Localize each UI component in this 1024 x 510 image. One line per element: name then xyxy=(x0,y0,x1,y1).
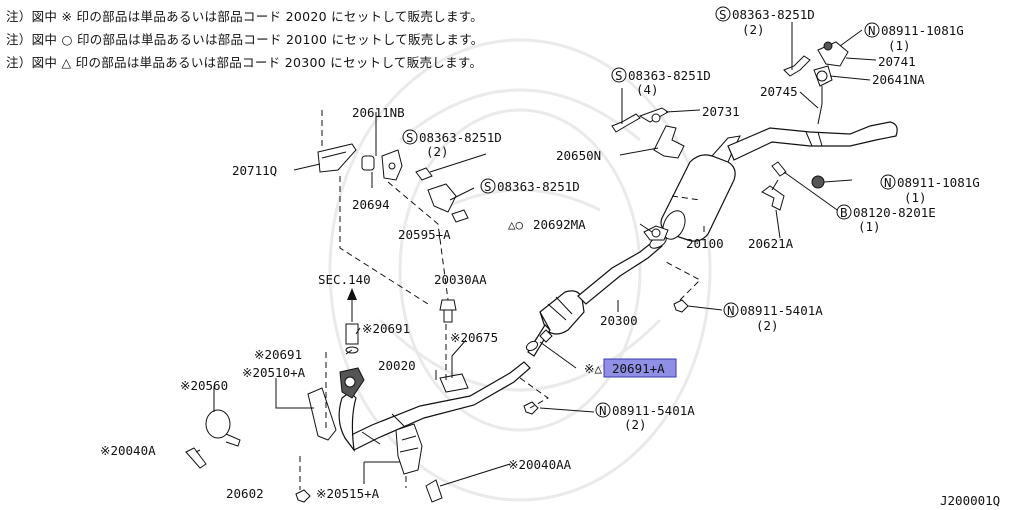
highlight-20691A[interactable] xyxy=(603,358,677,378)
note-circle: 注）図中 ○ 印の部品は単品あるいは部品コード 20100 にセットして販売しま… xyxy=(6,32,484,47)
watermark-emblem xyxy=(328,38,712,502)
nut-20602 xyxy=(295,489,311,503)
bolt-08363-3 xyxy=(415,167,433,181)
label-20711Q: 20711Q xyxy=(232,163,277,178)
label-triangle-circle-mark: △○ xyxy=(508,217,524,232)
label-20611NB: 20611NB xyxy=(352,105,405,120)
label-20040AA: ※20040AA xyxy=(508,457,572,472)
circle-s-marker-2: S xyxy=(615,68,623,83)
label-20040A: ※20040A xyxy=(100,443,156,458)
gasket-20691A xyxy=(525,329,553,352)
label-20595A: 20595+A xyxy=(398,227,451,242)
label-20691A-mark: ※△ xyxy=(584,361,602,376)
circle-s-marker-1: S xyxy=(719,7,727,22)
leader-lines xyxy=(195,22,877,487)
diagram-id: J200001Q xyxy=(940,493,1000,508)
bolt-20040A xyxy=(185,447,207,469)
circle-s-marker-4: S xyxy=(484,179,492,194)
arrow-up-icon xyxy=(347,288,357,300)
label-qty-2-3: (2) xyxy=(426,144,449,159)
label-20731: 20731 xyxy=(702,104,740,119)
nut-08911-mid xyxy=(811,175,825,189)
label-20641NA: 20641NA xyxy=(872,72,925,87)
label-qty-2-b: (2) xyxy=(624,417,647,432)
label-qty-2-top: (2) xyxy=(742,22,765,37)
label-qty-1-bolt: (1) xyxy=(858,219,881,234)
label-08911-1081G-top: 08911-1081G xyxy=(881,23,964,38)
prefix-markers: S N S S N S B N N xyxy=(402,6,896,418)
assembly-dashed-lines xyxy=(299,110,701,490)
label-20560: ※20560 xyxy=(180,378,228,393)
label-08363-8251D-4: 08363-8251D xyxy=(497,179,580,194)
bolt-08120 xyxy=(771,161,787,177)
bolt-20040AA xyxy=(425,479,443,503)
clamp-20675 xyxy=(439,373,469,393)
label-sec140: SEC.140 xyxy=(318,272,371,287)
clamp-20560 xyxy=(205,409,241,447)
label-08363-8251D-3: 08363-8251D xyxy=(419,130,502,145)
label-20510A: ※20510+A xyxy=(242,365,306,380)
sensor-stack xyxy=(345,288,359,354)
part-labels: 08363-8251D (2) 08911-1081G (1) 20741 08… xyxy=(100,7,1000,508)
label-20745: 20745 xyxy=(760,84,798,99)
hanger-20621A xyxy=(761,179,785,211)
label-20691-a: ※20691 xyxy=(362,321,410,336)
bolt-top-a xyxy=(783,55,811,77)
grommet-20694 xyxy=(361,155,375,171)
bracket-20711Q xyxy=(317,143,357,173)
circle-n-marker-2: N xyxy=(884,175,892,190)
bracket-20510A xyxy=(307,367,365,441)
label-20650N: 20650N xyxy=(556,148,601,163)
bracket-20611NB xyxy=(381,149,403,181)
hanger-assembly-20741 xyxy=(813,41,849,125)
heat-insulator-20515A xyxy=(395,423,423,475)
circle-s-marker-3: S xyxy=(406,130,414,145)
label-20741: 20741 xyxy=(878,54,916,69)
label-20515A: ※20515+A xyxy=(316,486,380,501)
label-20020: 20020 xyxy=(378,358,416,373)
label-08911-1081G-mid: 08911-1081G xyxy=(897,175,980,190)
circle-n-marker-1: N xyxy=(868,23,876,38)
label-qty-4: (4) xyxy=(636,82,659,97)
circle-n-marker-4: N xyxy=(599,403,607,418)
label-20691-b: ※20691 xyxy=(254,347,302,362)
label-20621A: 20621A xyxy=(748,236,794,251)
label-08120-8201E: 08120-8201E xyxy=(853,205,936,220)
clamp-20595A xyxy=(427,183,469,223)
muffler-bracket-20650N xyxy=(653,125,685,159)
label-qty-1-mid: (1) xyxy=(904,190,927,205)
label-08363-8251D-2: 08363-8251D xyxy=(628,68,711,83)
nut-08911-5401A-r xyxy=(673,299,689,313)
circle-b-marker: B xyxy=(840,205,848,220)
label-20602: 20602 xyxy=(226,486,264,501)
label-20030AA: 20030AA xyxy=(434,272,487,287)
label-qty-2-r: (2) xyxy=(756,318,779,333)
label-20691A[interactable]: 20691+A xyxy=(612,361,665,376)
label-20692MA: 20692MA xyxy=(533,217,586,232)
gasket-20692MA xyxy=(643,225,669,241)
label-08911-5401A-b: 08911-5401A xyxy=(612,403,695,418)
label-20100: 20100 xyxy=(686,236,724,251)
label-08363-8251D-top: 08363-8251D xyxy=(732,7,815,22)
front-pipe xyxy=(338,361,531,453)
note-asterisk: 注）図中 ※ 印の部品は単品あるいは部品コード 20020 にセットして販売しま… xyxy=(6,9,484,24)
label-20675: ※20675 xyxy=(450,330,498,345)
note-triangle: 注）図中 △ 印の部品は単品あるいは部品コード 20300 にセットして販売しま… xyxy=(6,55,483,70)
sensor-20030AA xyxy=(439,299,457,323)
label-08911-5401A-r: 08911-5401A xyxy=(740,303,823,318)
center-pipe xyxy=(577,235,667,305)
label-20300: 20300 xyxy=(600,313,638,328)
label-20694: 20694 xyxy=(352,197,390,212)
label-qty-1-top: (1) xyxy=(888,38,911,53)
circle-n-marker-3: N xyxy=(727,303,735,318)
